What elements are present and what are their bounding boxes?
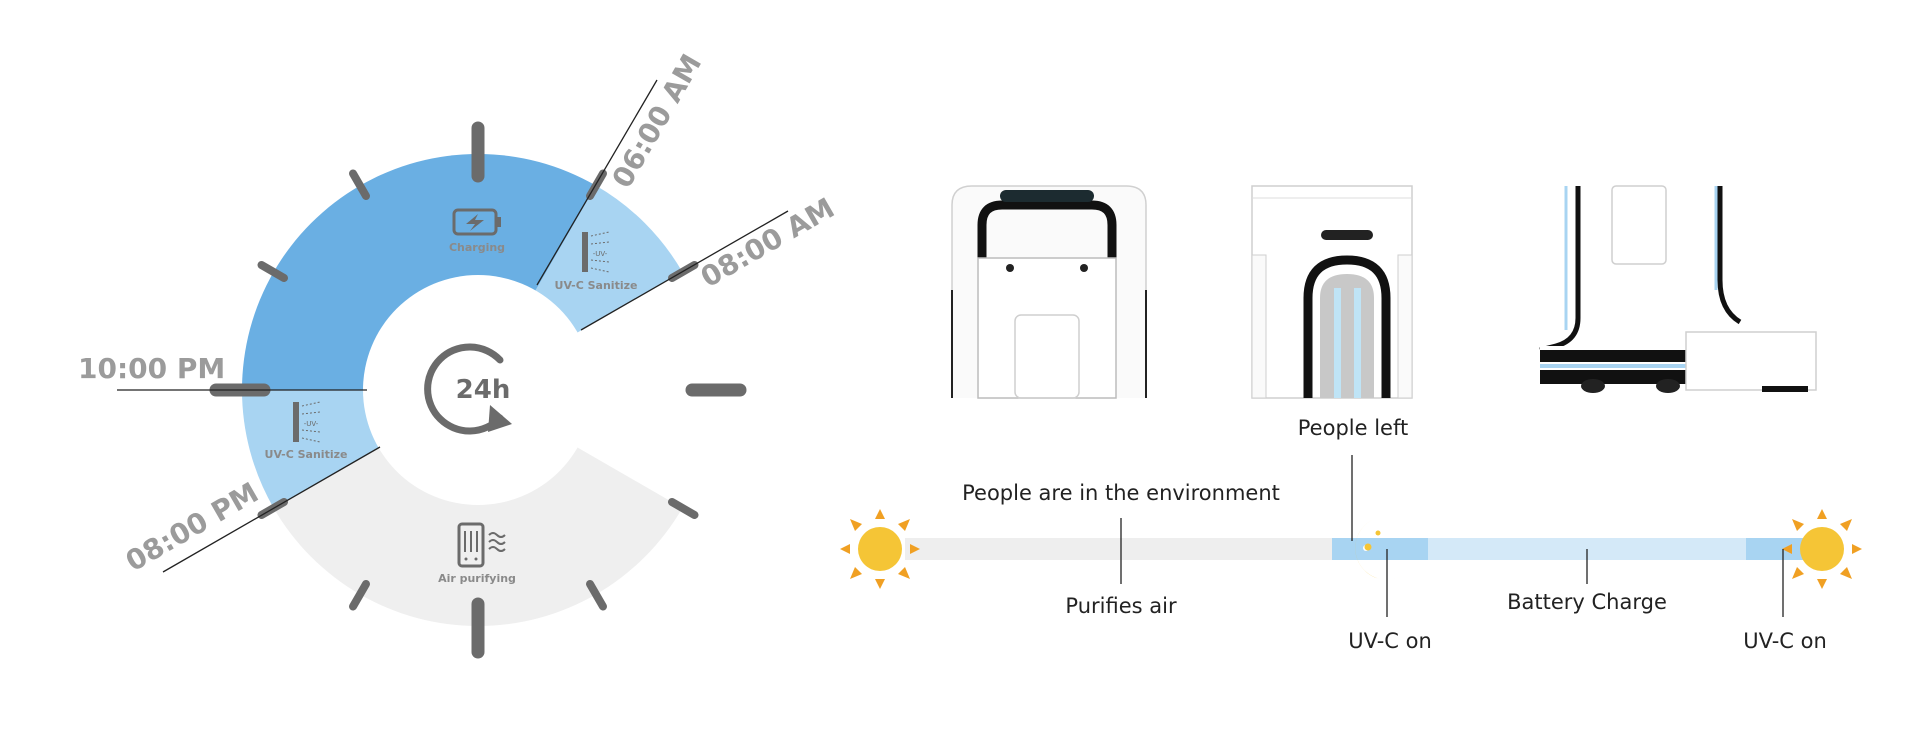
robot-docked-charger-view xyxy=(1539,185,1817,393)
dial-tick xyxy=(586,579,607,611)
segment-label-uvc-evening: UV-C Sanitize xyxy=(265,448,348,461)
segment-label-charging: Charging xyxy=(449,241,505,254)
dial-center xyxy=(363,275,593,505)
segment-label-air-purifying: Air purifying xyxy=(438,572,516,585)
timeline-bar xyxy=(905,538,1816,560)
timeline-segment-uvc-1 xyxy=(1332,538,1428,560)
dial-tick xyxy=(586,169,607,201)
segment-label-uvc-morning: UV-C Sanitize xyxy=(555,279,638,292)
24h-cycle-icon: 24h xyxy=(424,343,512,435)
dial-tick xyxy=(257,261,289,282)
air-purifier-icon xyxy=(457,522,506,568)
time-leader-lines xyxy=(117,79,789,573)
dial-tick xyxy=(349,579,370,611)
moon-icon xyxy=(1355,520,1402,580)
uv-lamp-icon: -UV- xyxy=(582,231,610,273)
timeline-segment-day xyxy=(905,538,1332,560)
dial-tick xyxy=(349,169,370,201)
label-people-left: People left xyxy=(1298,416,1408,440)
label-purifies-air: Purifies air xyxy=(1065,594,1177,618)
robot-front-view xyxy=(951,185,1147,399)
label-uvc-on-first: UV-C on xyxy=(1348,629,1432,653)
label-people-in-environment: People are in the environment xyxy=(962,481,1280,505)
label-battery-charge: Battery Charge xyxy=(1507,590,1667,614)
time-label-1000pm: 10:00 PM xyxy=(78,352,225,385)
battery-charging-icon xyxy=(452,208,501,236)
dial-tick xyxy=(667,498,699,519)
24h-label: 24h xyxy=(456,375,511,405)
timeline-leader-lines xyxy=(1120,455,1784,617)
sun-icon xyxy=(1782,509,1862,589)
robot-uv-lamp-view xyxy=(1251,185,1413,399)
label-uvc-on-second: UV-C on xyxy=(1743,629,1827,653)
uv-icon-text: -UV- xyxy=(593,250,608,258)
uv-icon-text: -UV- xyxy=(304,420,319,428)
uv-lamp-icon: -UV- xyxy=(293,401,321,443)
sun-icon xyxy=(840,509,920,589)
daily-cycle-dial: 24h 06:00 AM 08:00 AM 10:00 PM 08:00 PM … xyxy=(78,48,840,659)
timeline-segment-uvc-2 xyxy=(1746,538,1816,560)
